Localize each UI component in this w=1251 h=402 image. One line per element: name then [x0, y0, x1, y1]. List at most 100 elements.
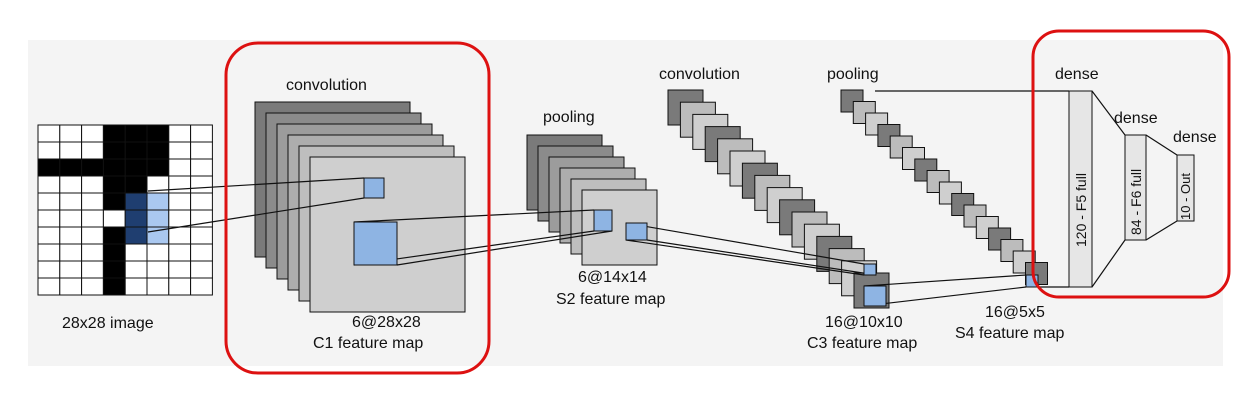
- input-pixel: [124, 141, 148, 160]
- input-pixel: [81, 158, 104, 177]
- input-pixel: [81, 124, 104, 143]
- input-pixel: [168, 277, 192, 296]
- input-pixel: [124, 192, 148, 211]
- input-pixel: [124, 158, 148, 177]
- input-pixel: [37, 209, 61, 228]
- input-pixel: [102, 141, 126, 160]
- input-pixel: [59, 260, 83, 279]
- c3-size-label: 16@10x10: [825, 314, 903, 331]
- c3-receptive-square-a: [863, 263, 877, 276]
- f5-bar-label: 120 - F5 full: [1073, 173, 1089, 247]
- input-pixel: [37, 124, 61, 143]
- c1-op-label: convolution: [286, 77, 367, 94]
- c1-size-label: 6@28x28: [352, 314, 421, 331]
- c3-caption: C3 feature map: [807, 335, 917, 352]
- input-pixel: [124, 277, 148, 296]
- input-pixel: [81, 277, 104, 296]
- input-pixel: [190, 175, 213, 194]
- input-pixel: [59, 277, 83, 296]
- input-pixel: [102, 192, 126, 211]
- input-pixel: [190, 243, 213, 262]
- input-pixel: [146, 209, 170, 228]
- input-pixel: [168, 243, 192, 262]
- input-pixel: [59, 158, 83, 177]
- input-pixel: [124, 260, 148, 279]
- input-pixel: [168, 209, 192, 228]
- input-pixel: [168, 124, 192, 143]
- input-pixel: [168, 260, 192, 279]
- input-pixel: [37, 226, 61, 245]
- input-caption: 28x28 image: [62, 315, 154, 332]
- input-pixel: [190, 260, 213, 279]
- input-pixel: [146, 277, 170, 296]
- input-pixel: [59, 124, 83, 143]
- input-pixel: [37, 175, 61, 194]
- s2-op-label: pooling: [543, 109, 595, 126]
- input-image-grid: [37, 124, 213, 296]
- input-pixel: [37, 260, 61, 279]
- c1-caption: C1 feature map: [313, 335, 423, 352]
- s4-feature-map-stack: [840, 89, 1048, 285]
- input-pixel: [37, 243, 61, 262]
- input-pixel: [146, 158, 170, 177]
- f5-dense-bar: [1068, 90, 1093, 288]
- c3-receptive-square-b: [863, 285, 887, 307]
- input-pixel: [168, 175, 192, 194]
- input-pixel: [59, 192, 83, 211]
- input-pixel: [124, 124, 148, 143]
- out-op-label: dense: [1173, 129, 1217, 146]
- out-bar-label: 10 - Out: [1178, 173, 1193, 220]
- input-pixel: [190, 141, 213, 160]
- input-pixel: [190, 192, 213, 211]
- input-pixel: [59, 226, 83, 245]
- input-pixel: [168, 158, 192, 177]
- input-pixel: [37, 277, 61, 296]
- f6-dense-bar: [1124, 134, 1147, 241]
- input-pixel: [124, 175, 148, 194]
- input-pixel: [102, 226, 126, 245]
- input-pixel: [81, 192, 104, 211]
- s4-op-label: pooling: [827, 66, 879, 83]
- input-pixel: [37, 158, 61, 177]
- input-pixel: [168, 192, 192, 211]
- input-pixel: [37, 192, 61, 211]
- input-pixel: [81, 226, 104, 245]
- input-pixel: [168, 141, 192, 160]
- s2-receptive-square-a: [593, 209, 613, 232]
- c1-receptive-square-small: [363, 177, 385, 199]
- input-pixel: [81, 141, 104, 160]
- c3-op-label: convolution: [659, 66, 740, 83]
- dense-highlight-box: [1031, 29, 1231, 299]
- input-pixel: [102, 158, 126, 177]
- input-pixel: [146, 243, 170, 262]
- input-pixel: [190, 158, 213, 177]
- s2-caption: S2 feature map: [556, 291, 666, 308]
- s2-size-label: 6@14x14: [578, 269, 647, 286]
- input-pixel: [59, 209, 83, 228]
- s4-caption: S4 feature map: [955, 325, 1065, 342]
- f5-op-label: dense: [1055, 66, 1099, 83]
- input-pixel: [102, 243, 126, 262]
- f6-op-label: dense: [1114, 110, 1158, 127]
- input-pixel: [59, 175, 83, 194]
- input-pixel: [190, 226, 213, 245]
- input-pixel: [168, 226, 192, 245]
- c1-highlight-box: [224, 41, 491, 375]
- input-pixel: [37, 141, 61, 160]
- input-pixel: [146, 124, 170, 143]
- input-pixel: [146, 141, 170, 160]
- input-pixel: [81, 243, 104, 262]
- input-pixel: [190, 124, 213, 143]
- input-pixel: [124, 226, 148, 245]
- c1-receptive-square-large: [353, 221, 398, 266]
- input-pixel: [102, 277, 126, 296]
- input-pixel: [59, 243, 83, 262]
- s4-size-label: 16@5x5: [985, 304, 1045, 321]
- out-dense-bar: [1176, 154, 1195, 222]
- input-pixel: [190, 277, 213, 296]
- input-pixel: [146, 192, 170, 211]
- connection-lines: [147, 90, 1178, 307]
- input-pixel: [124, 209, 148, 228]
- input-pixel: [102, 124, 126, 143]
- input-pixel: [59, 141, 83, 160]
